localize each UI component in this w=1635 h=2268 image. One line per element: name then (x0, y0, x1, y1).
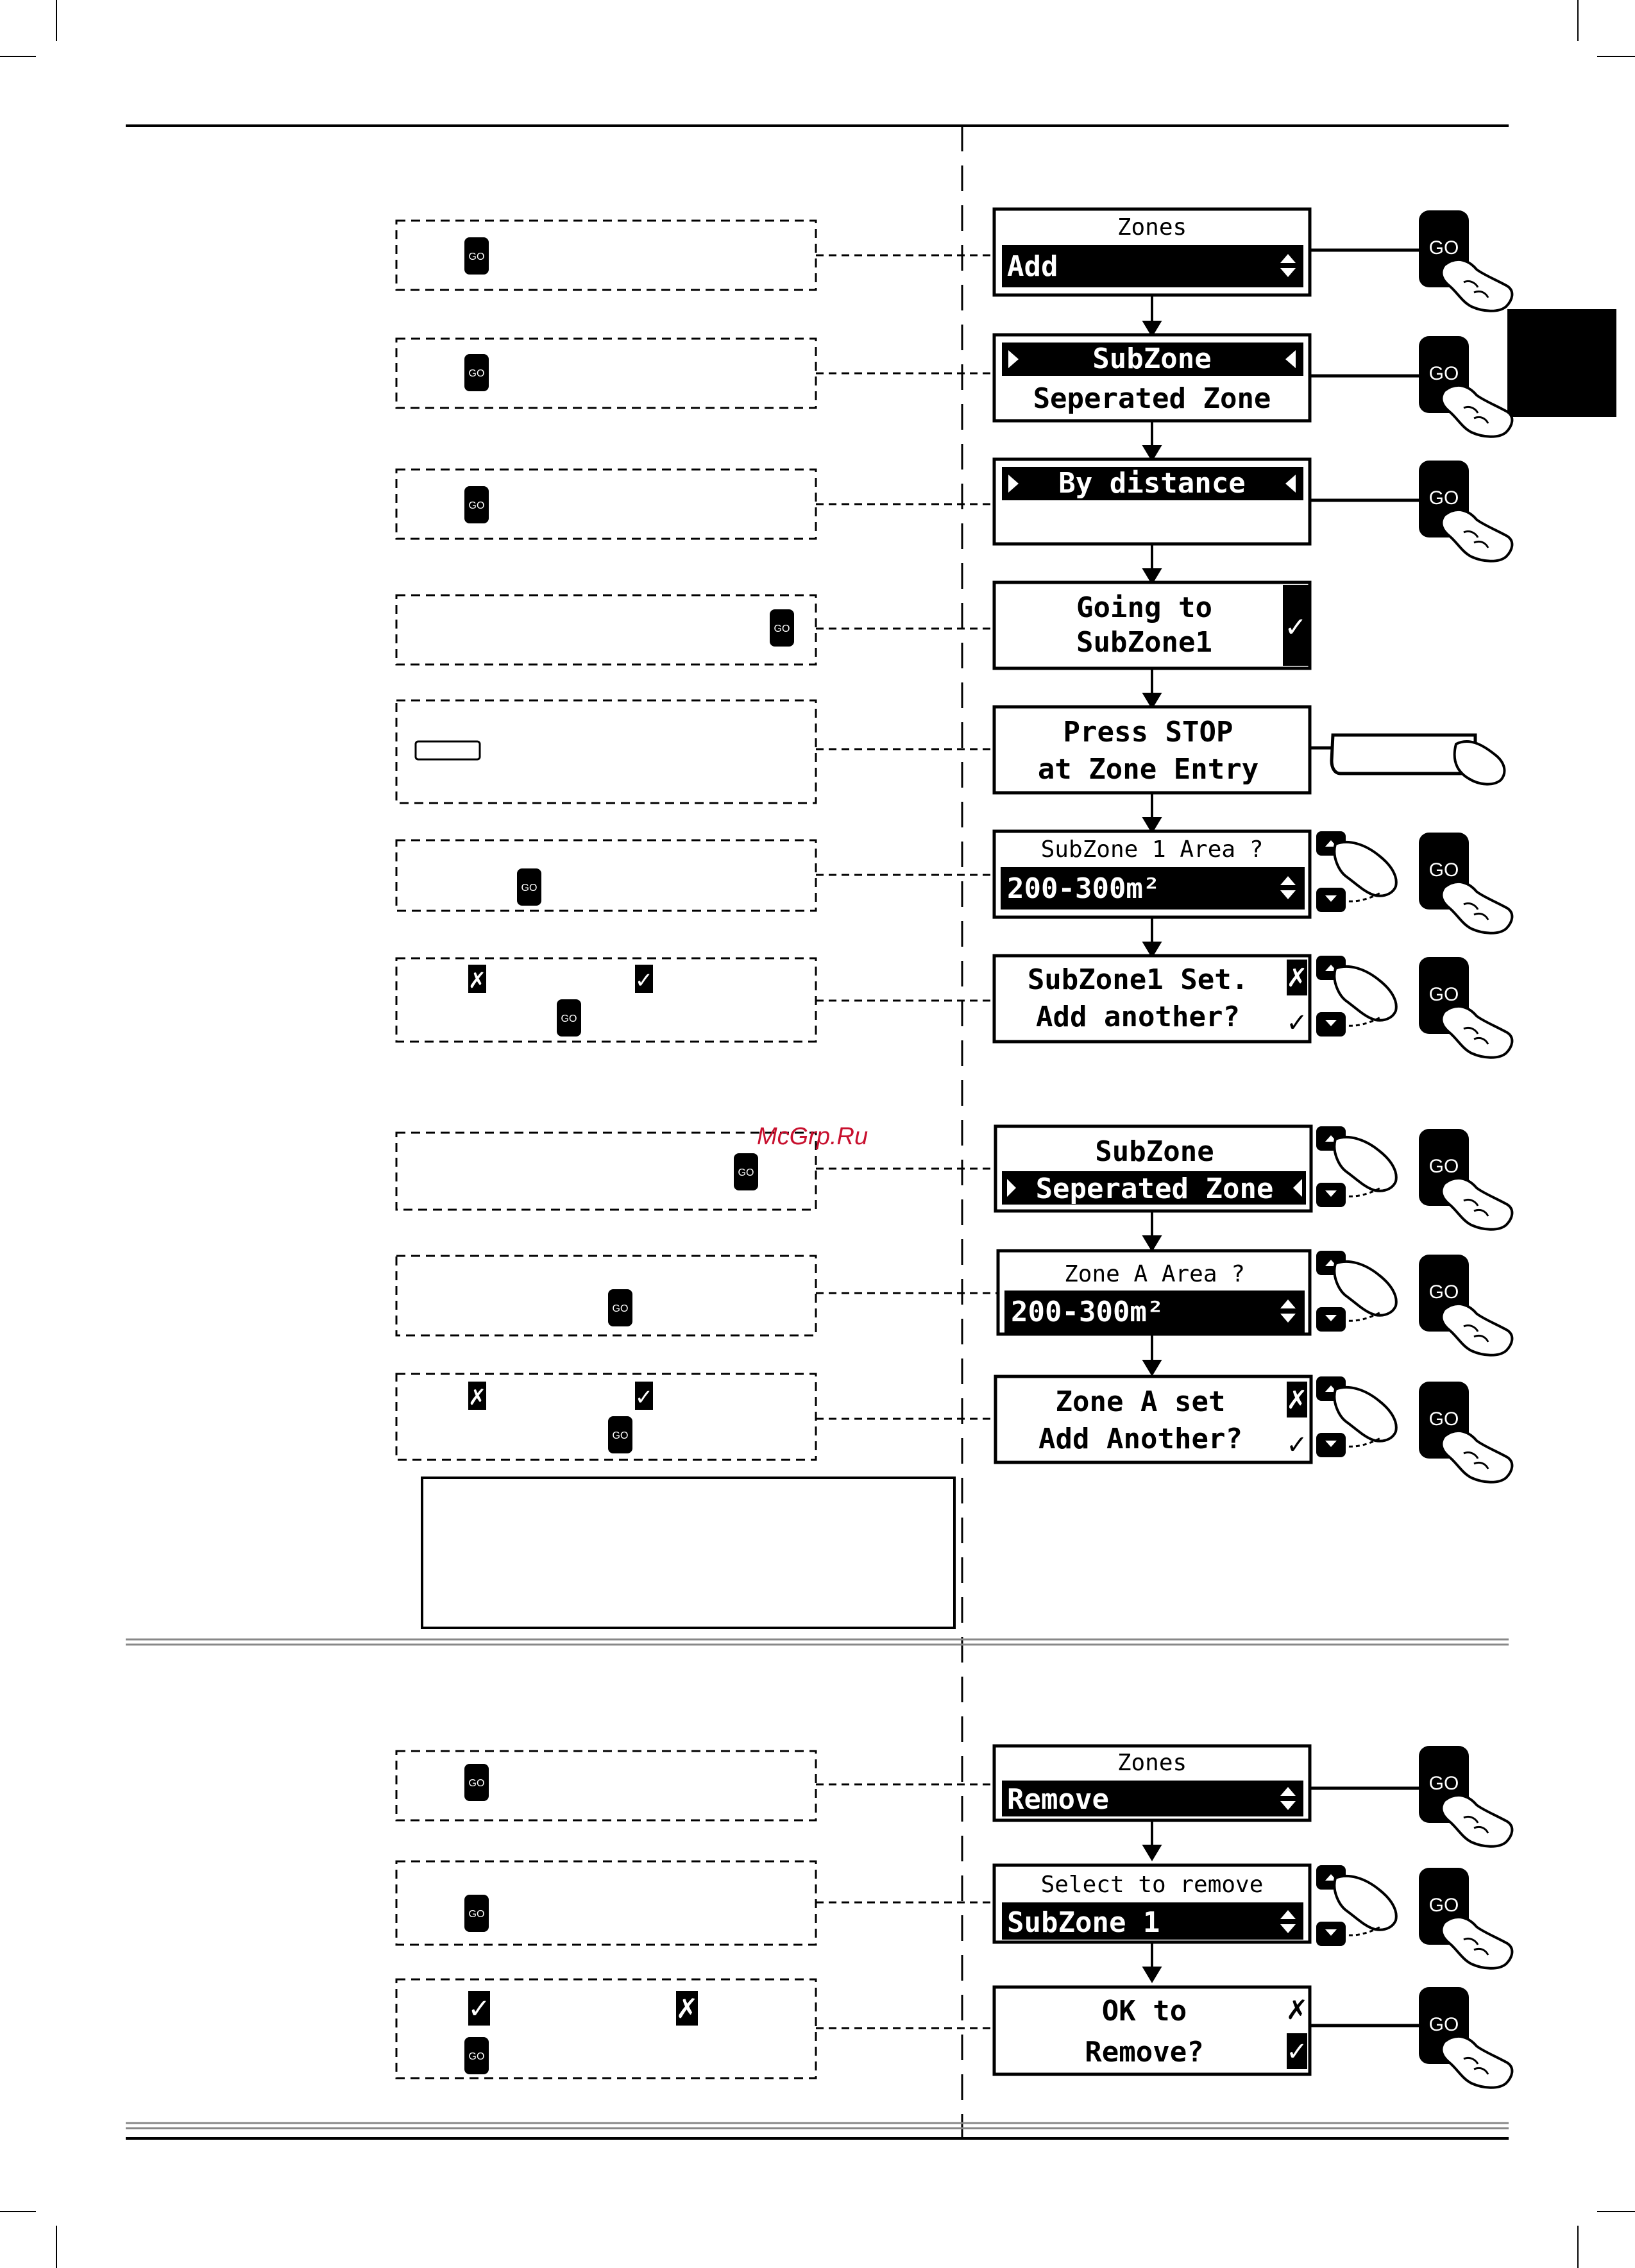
lcd-value: 200-300m² (1007, 872, 1160, 905)
go-key-icons (464, 237, 794, 2074)
check-icon: ✓ (468, 1993, 490, 2024)
lcd-line1: OK to (1102, 1995, 1187, 2027)
lcd-title: Zones (1117, 1750, 1187, 1776)
cross-icon: ✗ (675, 1993, 698, 2024)
lcd-line1: SubZone (1095, 1135, 1214, 1168)
lcd-title: SubZone 1 Area ? (1041, 836, 1264, 863)
lcd-subzone-area: SubZone 1 Area ? 200-300m² (992, 829, 1312, 919)
lcd-line2: Remove? (1085, 2036, 1203, 2069)
cross-icon: ✗ (468, 968, 487, 994)
cross-icon: ✗ (1285, 1994, 1308, 2026)
lcd-line1: SubZone (1092, 343, 1211, 375)
lcd-value: Add (1007, 250, 1058, 283)
lcd-value: 200-300m² (1011, 1296, 1164, 1328)
flow-arrows (1142, 296, 1162, 1983)
lcd-line1: By distance (1058, 467, 1245, 500)
cross-check-icons: ✗ ✓ ✗ ✓ ✓ ✗ (468, 965, 699, 2026)
lcd-press-stop: Press STOP at Zone Entry (992, 705, 1312, 795)
lcd-line1: SubZone1 Set. (1028, 963, 1248, 996)
check-icon: ✓ (635, 1385, 654, 1410)
lcd-zones-add: Zones Add (992, 207, 1312, 297)
check-icon: ✓ (1286, 1430, 1308, 1460)
check-icon: ✓ (635, 968, 654, 994)
cross-icon: ✗ (468, 1385, 487, 1410)
check-icon: ✓ (1286, 1008, 1308, 1038)
check-icon: ✓ (1284, 611, 1307, 643)
stop-key-hand (1310, 733, 1506, 786)
lcd-line2: Add another? (1036, 1001, 1240, 1033)
instruction-boxes (395, 219, 817, 2079)
lcd-subzone-separated: SubZone Seperated Zone (994, 1124, 1313, 1213)
lcd-line2: at Zone Entry (1038, 753, 1258, 786)
lcd-line1: Zone A set (1056, 1385, 1226, 1418)
lcd-line1: Going to (1076, 591, 1212, 624)
lcd-zone-a-area: Zone A Area ? 200-300m² (996, 1249, 1312, 1336)
lcd-going-to: ✓ Going to SubZone1 (992, 580, 1312, 670)
dashed-connectors (816, 254, 998, 2029)
cross-icon: ✗ (1286, 963, 1308, 993)
cross-icon: ✗ (1286, 1385, 1308, 1415)
lcd-line2: Seperated Zone (1036, 1172, 1274, 1205)
lcd-zones-remove: Zones Remove (992, 1744, 1312, 1822)
lcd-title: Zone A Area ? (1064, 1261, 1245, 1287)
lcd-line2: Add Another? (1038, 1423, 1242, 1455)
lcd-value: Remove (1007, 1783, 1109, 1816)
lcd-value: SubZone 1 (1007, 1906, 1160, 1939)
lcd-zone-a-set: Zone A set Add Another? ✗ ✓ (994, 1375, 1313, 1464)
chapter-tab (1507, 309, 1616, 417)
lcd-subzone-type: SubZone Seperated Zone (992, 333, 1312, 423)
lcd-title: Select to remove (1041, 1872, 1264, 1898)
lcd-select-remove: Select to remove SubZone 1 (992, 1863, 1312, 1944)
stop-key-icon (414, 740, 481, 761)
note-box (421, 1477, 956, 1629)
lcd-ok-remove: OK to Remove? ✗ ✓ (992, 1985, 1312, 2076)
lcd-by-distance: By distance (992, 457, 1312, 546)
section-divider (126, 1638, 1509, 1646)
lcd-line2: Seperated Zone (1033, 382, 1271, 415)
go-key-connectors (1310, 248, 1420, 2027)
updown-key-icons (1315, 830, 1398, 1947)
lcd-line1: Press STOP (1063, 716, 1233, 749)
footer-rule (126, 2122, 1509, 2140)
lcd-title: Zones (1117, 214, 1187, 241)
lcd-subzone-set: SubZone1 Set. Add another? ✗ ✓ (992, 954, 1312, 1044)
watermark: McGrp.Ru (757, 1123, 868, 1150)
go-hand-icons (1418, 209, 1514, 2089)
lcd-line2: SubZone1 (1076, 626, 1212, 659)
check-icon: ✓ (1286, 2037, 1308, 2067)
